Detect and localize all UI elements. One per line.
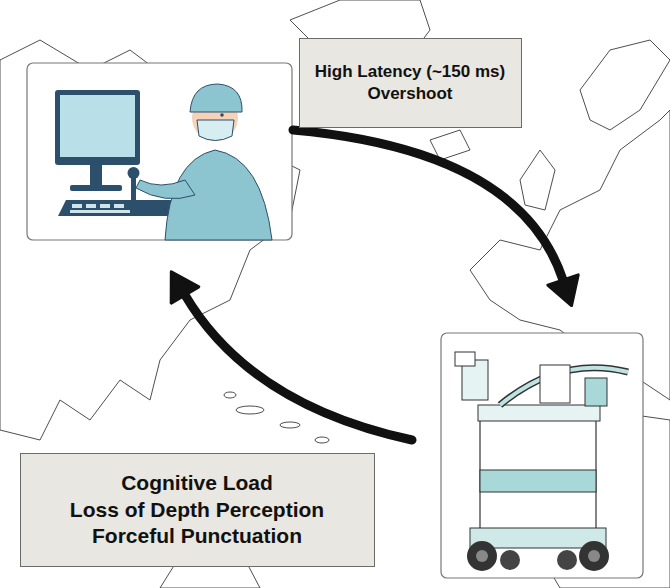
robot-panel (441, 333, 643, 578)
label-box: High Latency (~150 ms)Overshoot (299, 38, 522, 128)
label-text: Loss of Depth Perception (70, 497, 324, 524)
surgeon-panel (27, 63, 292, 240)
label-text: Forceful Punctuation (92, 523, 302, 550)
flow-arrows (171, 130, 578, 440)
label-text: Overshoot (367, 83, 452, 105)
label-text: High Latency (~150 ms) (315, 61, 505, 83)
label-box: Cognitive LoadLoss of Depth PerceptionFo… (20, 453, 375, 567)
label-text: Cognitive Load (121, 470, 273, 497)
